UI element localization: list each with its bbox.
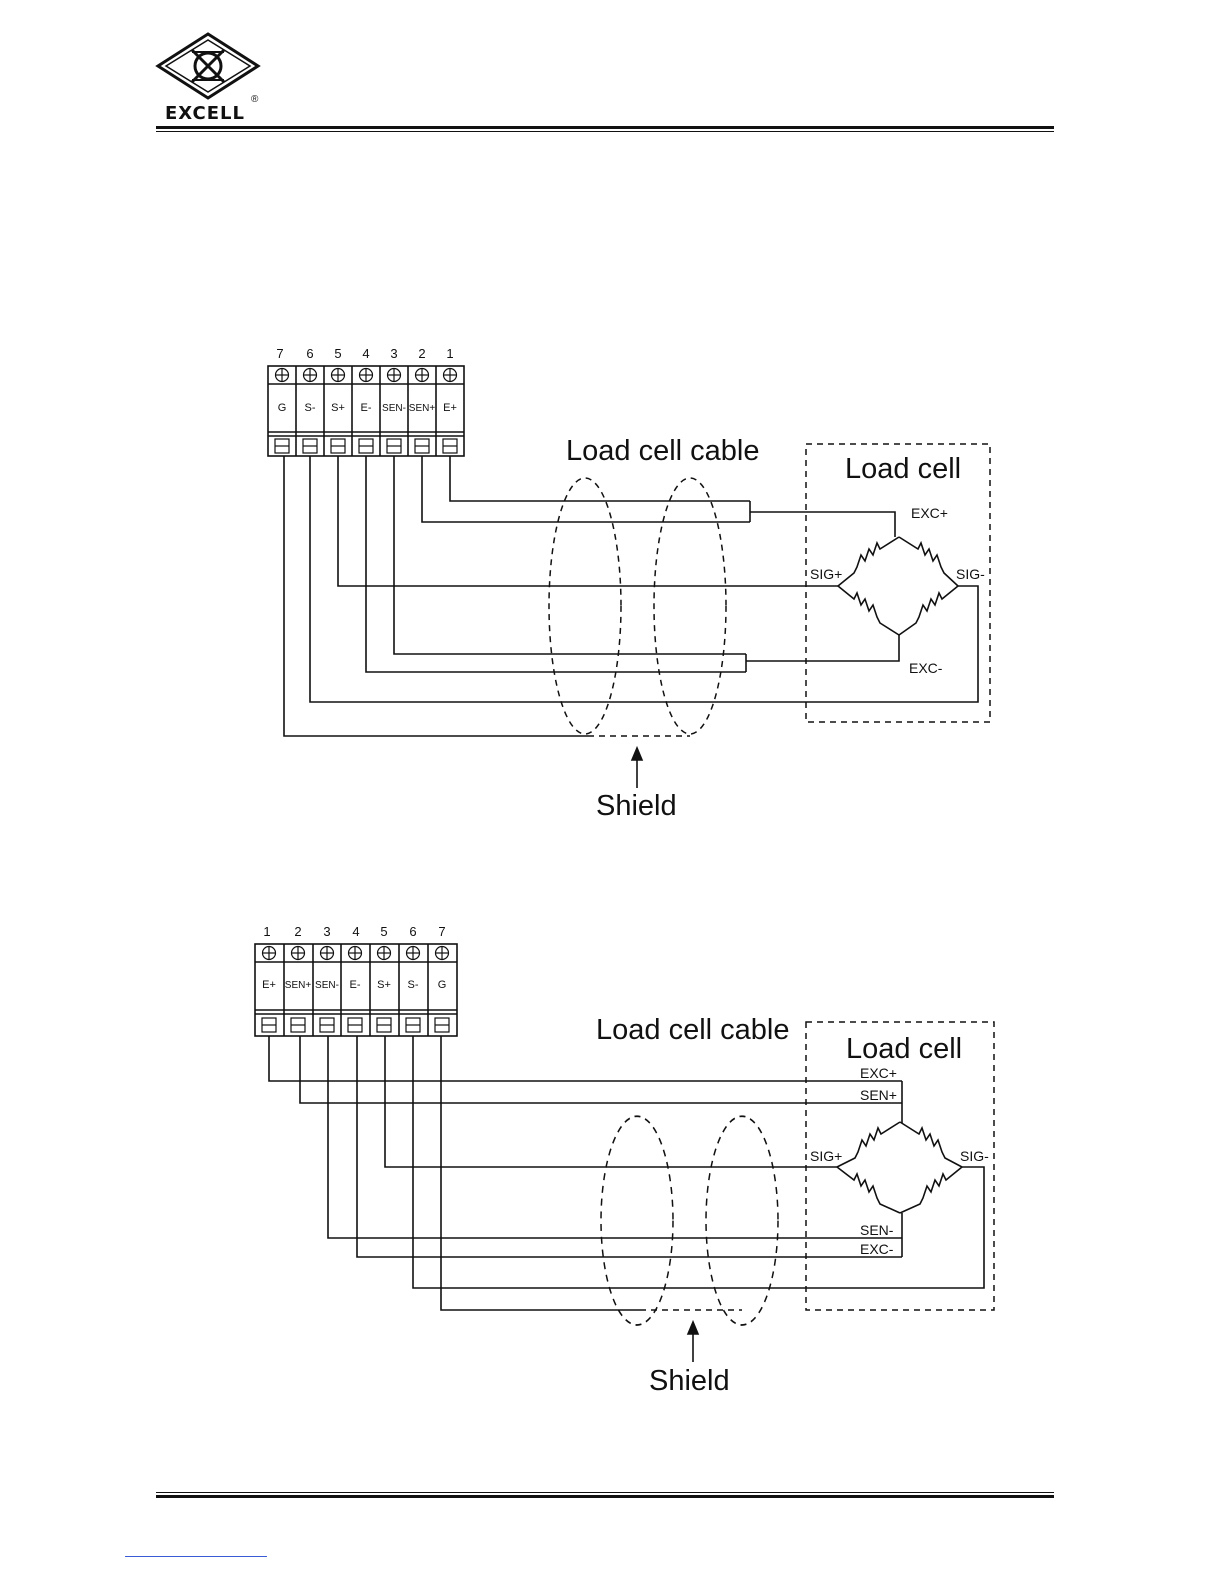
sig-minus-label: SIG-: [956, 566, 985, 582]
pin-number: 2: [294, 924, 301, 939]
sig-minus-label: SIG-: [960, 1148, 989, 1164]
pin-number: 6: [409, 924, 416, 939]
exc-minus-label: EXC-: [909, 660, 943, 676]
pin-number: 4: [352, 924, 359, 939]
cable-label: Load cell cable: [596, 1014, 789, 1046]
shield-label: Shield: [596, 790, 677, 822]
pin-number: 5: [334, 346, 341, 361]
load-cell-label: Load cell: [845, 453, 961, 485]
terminal-label: S+: [377, 979, 391, 991]
shield-label: Shield: [649, 1365, 730, 1397]
terminal-label: E+: [443, 402, 457, 414]
terminal-label: G: [438, 979, 447, 991]
pin-number: 6: [306, 346, 313, 361]
terminal-label: S-: [305, 402, 316, 414]
footer-link-underline: [125, 1556, 267, 1557]
pin-number: 2: [418, 346, 425, 361]
footer-rule-thin: [156, 1492, 1054, 1493]
wiring-diagram-4-wire: 7 6 5 4 3 2 1 G S- S+ E- SEN- SEN+ E+ Lo…: [0, 330, 1224, 830]
terminal-label: E+: [262, 979, 276, 991]
header-rule-thin: [156, 131, 1054, 132]
sen-plus-label: SEN+: [860, 1087, 897, 1103]
brand-name: EXCELL: [165, 103, 245, 124]
terminal-label: SEN-: [382, 403, 406, 414]
terminal-label: E-: [361, 402, 372, 414]
terminal-label: S-: [408, 979, 419, 991]
pin-number: 3: [323, 924, 330, 939]
load-cell-label: Load cell: [846, 1033, 962, 1065]
footer-rule-thick: [156, 1495, 1054, 1498]
exc-minus-label: EXC-: [860, 1241, 894, 1257]
cable-label: Load cell cable: [566, 435, 759, 467]
wiring-diagram-6-wire: 1 2 3 4 5 6 7 E+ SEN+ SEN- E- S+ S- G Lo…: [0, 910, 1224, 1410]
registered-mark: ®: [251, 94, 258, 105]
header-rule-thick: [156, 126, 1054, 129]
terminal-label: SEN-: [315, 980, 339, 991]
terminal-label: E-: [350, 979, 361, 991]
pin-number: 3: [390, 346, 397, 361]
sig-plus-label: SIG+: [810, 1148, 842, 1164]
terminal-label: S+: [331, 402, 345, 414]
exc-plus-label: EXC+: [860, 1065, 897, 1081]
terminal-label: G: [278, 402, 287, 414]
pin-number: 7: [438, 924, 445, 939]
terminal-label: SEN+: [409, 403, 436, 414]
sig-plus-label: SIG+: [810, 566, 842, 582]
exc-plus-label: EXC+: [911, 505, 948, 521]
pin-number: 1: [446, 346, 453, 361]
pin-number: 7: [276, 346, 283, 361]
pin-number: 1: [263, 924, 270, 939]
pin-number: 4: [362, 346, 369, 361]
terminal-label: SEN+: [285, 980, 312, 991]
sen-minus-label: SEN-: [860, 1222, 894, 1238]
pin-number: 5: [380, 924, 387, 939]
